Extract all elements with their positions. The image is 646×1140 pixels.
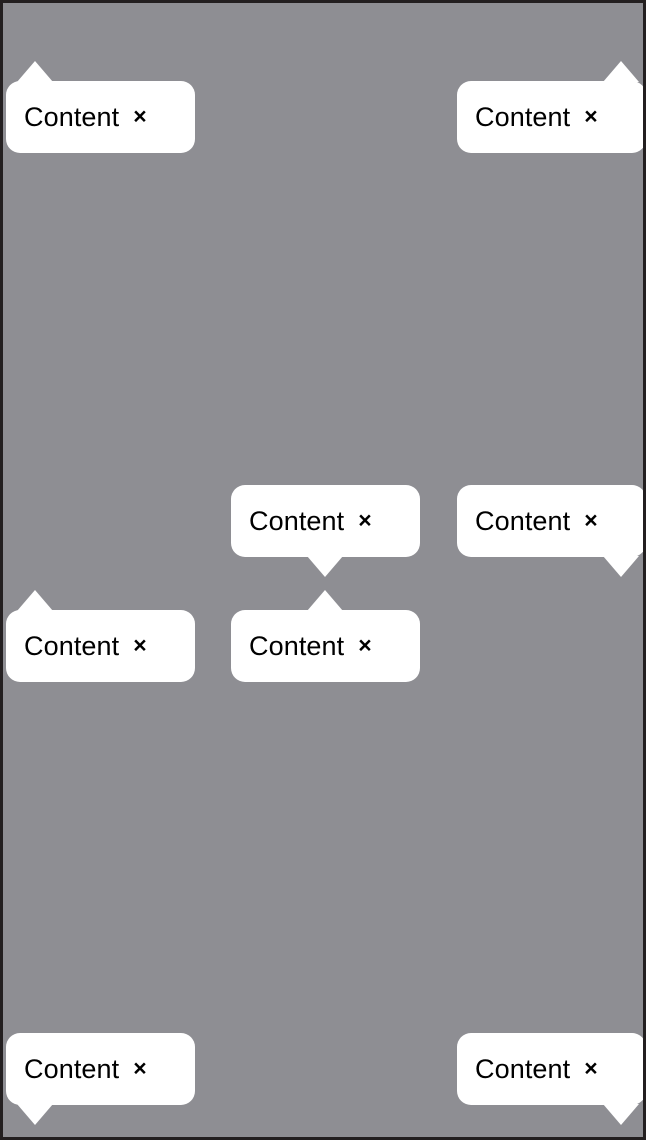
close-icon[interactable]: ×: [133, 631, 147, 658]
tooltip-middle-center-upper[interactable]: Content ×: [231, 485, 420, 577]
tooltip-arrow-down: [17, 1104, 53, 1125]
tooltip-arrow-down: [307, 556, 343, 577]
close-icon[interactable]: ×: [584, 506, 598, 533]
tooltip-label: Content: [475, 1053, 571, 1084]
tooltip-label: Content: [475, 101, 571, 132]
tooltip-label: Content: [24, 101, 120, 132]
tooltip-bottom-right[interactable]: Content ×: [457, 1033, 643, 1125]
tooltip-middle-left-lower[interactable]: Content ×: [6, 590, 195, 682]
close-icon[interactable]: ×: [358, 506, 372, 533]
close-icon[interactable]: ×: [584, 1054, 598, 1081]
tooltip-label: Content: [24, 630, 120, 661]
close-icon[interactable]: ×: [358, 631, 372, 658]
tooltip-arrow-down: [603, 1104, 639, 1125]
close-icon[interactable]: ×: [133, 102, 147, 129]
tooltip-arrow-up: [307, 590, 343, 611]
tooltip-top-right[interactable]: Content ×: [457, 61, 643, 153]
tooltip-middle-right[interactable]: Content ×: [457, 485, 643, 577]
tooltip-arrow-up: [17, 590, 53, 611]
tooltip-label: Content: [249, 505, 345, 536]
tooltip-bottom-left[interactable]: Content ×: [6, 1033, 195, 1125]
close-icon[interactable]: ×: [584, 102, 598, 129]
tooltip-label: Content: [249, 630, 345, 661]
tooltip-middle-center-lower[interactable]: Content ×: [231, 590, 420, 682]
tooltip-label: Content: [24, 1053, 120, 1084]
tooltip-arrow-down: [603, 556, 639, 577]
tooltip-label: Content: [475, 505, 571, 536]
tooltip-arrow-up: [603, 61, 639, 82]
close-icon[interactable]: ×: [133, 1054, 147, 1081]
tooltip-arrow-up: [17, 61, 53, 82]
tooltip-top-left[interactable]: Content ×: [6, 61, 195, 153]
